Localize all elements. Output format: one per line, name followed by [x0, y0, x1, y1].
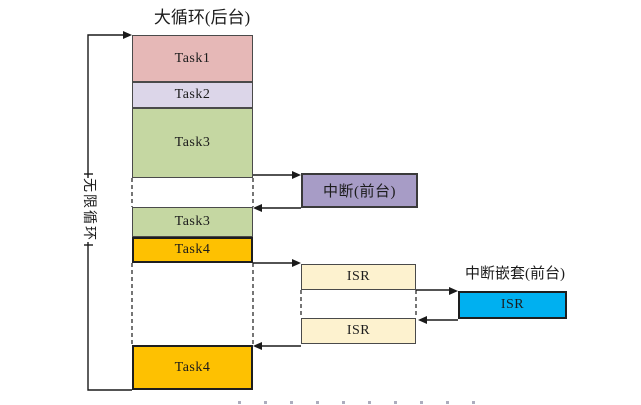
block-task1: Task1 [132, 35, 253, 82]
block-task3-second: Task3 [132, 207, 253, 237]
block-task3-first: Task3 [132, 108, 253, 178]
cropped-caption-fragment [238, 401, 486, 404]
block-isr-first: ISR [301, 264, 416, 290]
block-interrupt-foreground: 中断(前台) [301, 173, 418, 208]
block-task4-first: Task4 [132, 237, 253, 263]
diagram-title: 大循环(后台) [153, 8, 251, 27]
block-task2: Task2 [132, 82, 253, 108]
block-isr-second: ISR [301, 318, 416, 344]
block-task4-second: Task4 [132, 345, 253, 390]
nested-interrupt-label: 中断嵌套(前台) [465, 266, 565, 282]
infinite-loop-label: 无限循环 [78, 178, 98, 242]
block-isr-nested: ISR [458, 291, 567, 319]
